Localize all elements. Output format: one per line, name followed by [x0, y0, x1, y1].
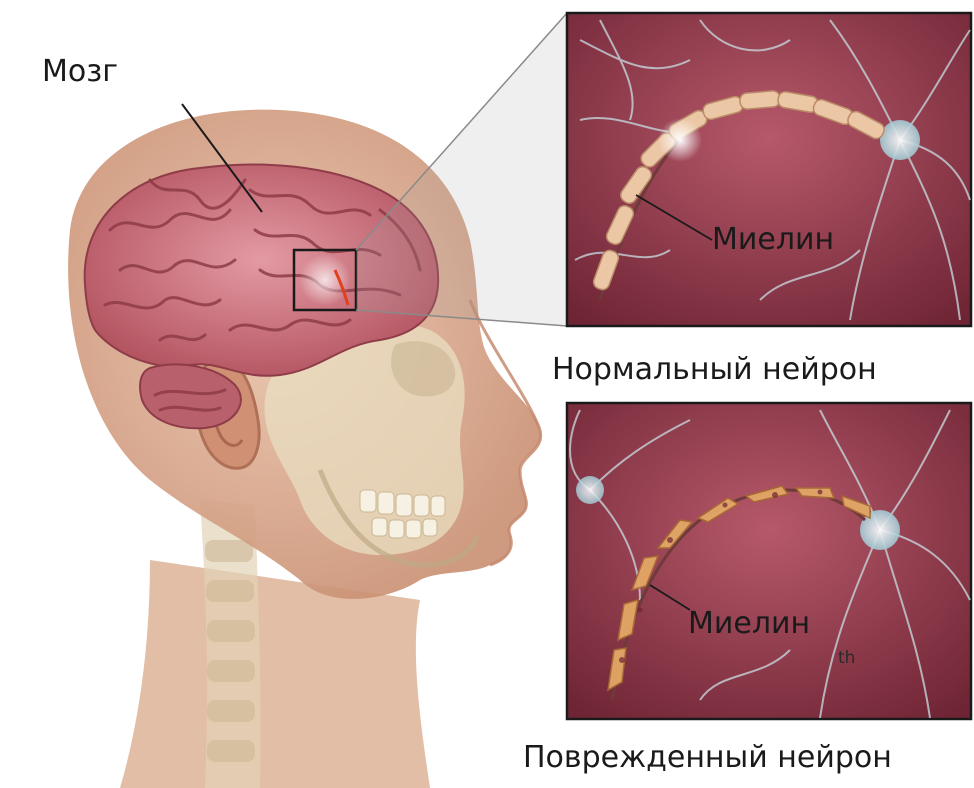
- myelin-label-bottom: Миелин: [688, 606, 810, 641]
- stray-text: th: [838, 648, 855, 668]
- normal-neuron-panel: [567, 13, 971, 326]
- neuron-cell-body-left: [576, 476, 604, 504]
- lesion-glow: [299, 254, 351, 306]
- damaged-neuron-caption: Поврежденный нейрон: [523, 740, 892, 775]
- signal-flash: [658, 118, 702, 162]
- myelin-label-top: Миелин: [712, 222, 834, 257]
- normal-neuron-caption: Нормальный нейрон: [552, 352, 877, 387]
- neuron-cell-body-top: [880, 120, 920, 160]
- brain-label: Мозг: [42, 54, 118, 89]
- damaged-neuron-panel: [567, 403, 971, 719]
